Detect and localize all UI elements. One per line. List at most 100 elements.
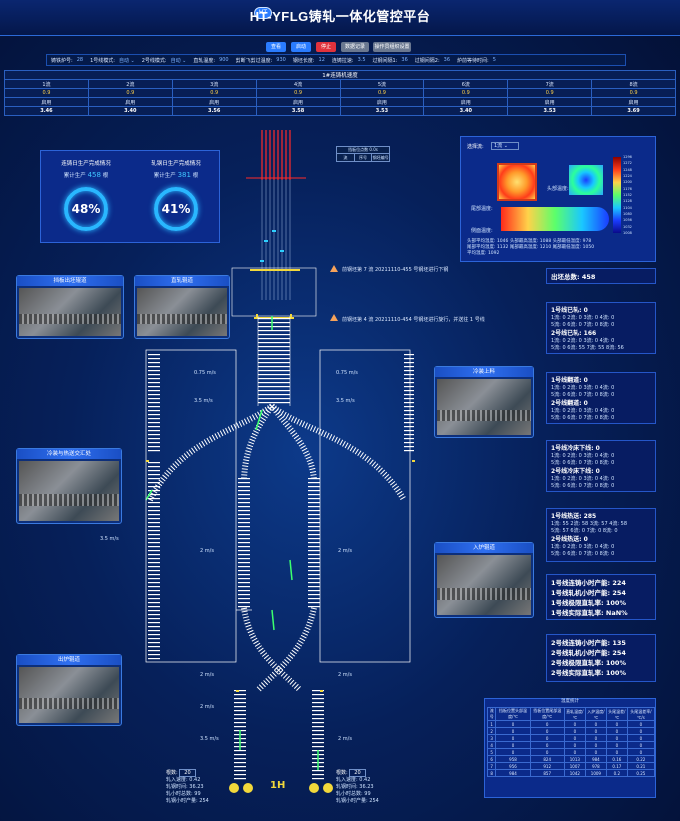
line2-mode-select[interactable]: 自动 ⌄	[170, 57, 187, 64]
table-cell: 978	[584, 762, 607, 770]
param-label: 2号线模式:	[141, 57, 167, 64]
count-select[interactable]: 20	[179, 769, 196, 777]
param-value[interactable]: 36	[443, 57, 451, 63]
param-value[interactable]: 36	[401, 57, 408, 63]
table-cell: 3	[486, 734, 497, 742]
stat-line: 5流: 0 6流: 0 7流: 0 8流: 0	[551, 483, 615, 489]
table-cell: 0.25	[626, 769, 656, 777]
strand-status-select[interactable]: 启用	[4, 97, 89, 107]
table-cell: 1009	[584, 769, 607, 777]
kpi-line: 1号线轧机小时产能: 254	[551, 589, 626, 597]
param-value[interactable]: 28	[76, 57, 84, 63]
camera-card[interactable]: 挡板出坯辊道	[16, 275, 124, 339]
stat-line: 1流: 0 2流: 0 3流: 0 4流: 0	[551, 476, 615, 482]
roll-title: 轧钢日生产完成情况	[151, 161, 201, 167]
count-row: 根数: 20	[336, 769, 379, 777]
stat-heading: 2号线已轧: 166	[551, 330, 597, 337]
data-record-button[interactable]: 数据记录	[341, 42, 369, 52]
info-line: 轧钢小时产量: 254	[166, 798, 209, 804]
param-value[interactable]: 5	[492, 57, 496, 63]
kpi-line: 1号线实际直轧率: NaN%	[551, 609, 628, 617]
camera-card[interactable]: 冷装上料	[434, 366, 534, 438]
table-cell: 8	[486, 769, 497, 777]
col-header: 钢坯编号	[372, 155, 389, 160]
track-diagram	[145, 130, 415, 793]
strand-status-select[interactable]: 启用	[339, 97, 425, 107]
table-cell: 6	[486, 755, 497, 763]
strand-select[interactable]: 1流 ⌄	[491, 142, 519, 150]
caster-strands	[246, 130, 306, 180]
stat-line: 5流: 0 6流: 0 7流: 0 8流: 0	[551, 415, 615, 421]
table-cell: 0	[605, 748, 628, 756]
table-cell: 0	[563, 734, 586, 742]
param-value[interactable]: 12	[318, 57, 325, 63]
param-label: 过钢间隔1:	[372, 57, 398, 64]
table-cell: 984	[584, 755, 607, 763]
table-cell: 0.17	[605, 762, 628, 770]
count-select[interactable]: 20	[349, 769, 366, 777]
table-cell: 0	[563, 748, 586, 756]
stat-caption: 温度统计	[561, 699, 579, 704]
total-output: 出坯总数: 458	[551, 273, 596, 281]
strand-status-select[interactable]: 启用	[255, 97, 341, 107]
camera-card[interactable]: 入炉辊道	[434, 542, 534, 618]
roll-progress-ring: 41%	[154, 187, 198, 231]
strand-status-select[interactable]: 启用	[507, 97, 593, 107]
kpi-line: 1号线极限直轧率: 100%	[551, 599, 626, 607]
warning-icon	[330, 314, 338, 321]
stat-heading: 1号线已轧: 0	[551, 307, 588, 314]
camera-card[interactable]: 冷装与热送交汇处	[16, 448, 122, 524]
param-label: 1号线模式:	[90, 57, 115, 64]
table-cell: 0	[529, 734, 565, 742]
table-cell: 0	[626, 734, 656, 742]
param-label: 铸铁炉号:	[51, 57, 73, 64]
param-value[interactable]: 3.5	[357, 57, 366, 63]
table-cell: 0	[626, 727, 656, 735]
stat-line: 1流: 0 2流: 0 3流: 0 4流: 0	[551, 338, 615, 344]
camera-card[interactable]: 直轧辊道	[134, 275, 230, 339]
param-bar: 铸铁炉号:28 1号线模式:自动 ⌄ 2号线模式:自动 ⌄ 直轧温度:900 剪…	[46, 54, 626, 66]
param-value[interactable]: 900	[219, 57, 229, 63]
table-cell: 0	[605, 727, 628, 735]
col-header: 入炉温度/℃	[584, 707, 607, 721]
stop-button[interactable]: 停止	[316, 42, 336, 52]
camera-card[interactable]: 出炉辊道	[16, 654, 122, 726]
table-cell: 0	[626, 720, 656, 728]
table-cell: 1007	[563, 762, 586, 770]
col-header: 头尾温差/℃	[605, 707, 628, 721]
strand-status-select[interactable]: 启用	[87, 97, 173, 107]
start-button[interactable]: 启动	[291, 42, 311, 52]
info-line: 轧小时总数: 99	[336, 791, 371, 797]
table-cell: 857	[529, 769, 565, 777]
table-cell: 0	[584, 727, 607, 735]
table-cell: 0.9	[423, 88, 509, 98]
strand-status-select[interactable]: 启用	[171, 97, 257, 107]
view-button[interactable]: 查看	[266, 42, 286, 52]
line1-mode-select[interactable]: 自动 ⌄	[118, 57, 135, 64]
table-cell: 0	[626, 748, 656, 756]
strand-status-select[interactable]: 启用	[423, 97, 509, 107]
info-line: 轧入速度: 0.42	[336, 777, 371, 783]
info-line: 轧小时总数: 99	[166, 791, 201, 797]
strand-status-select[interactable]: 启用	[591, 97, 676, 107]
operator-settings-button[interactable]: 操作员组织设置	[373, 42, 411, 52]
scale-tick: 1152	[623, 192, 632, 197]
param-value[interactable]: 930	[276, 57, 286, 63]
speed-label: 2 m/s	[338, 736, 352, 742]
speed-label: 2 m/s	[200, 548, 214, 554]
speed-label: 2 m/s	[200, 672, 214, 678]
table-cell: 0.22	[626, 755, 656, 763]
stat-line: 1流: 0 2流: 0 3流: 0 4流: 0	[551, 385, 615, 391]
scale-tick: 1176	[623, 186, 632, 191]
table-cell: 3.46	[4, 106, 89, 116]
table-cell: 3.58	[255, 106, 341, 116]
speed-label: 2 m/s	[200, 704, 214, 710]
